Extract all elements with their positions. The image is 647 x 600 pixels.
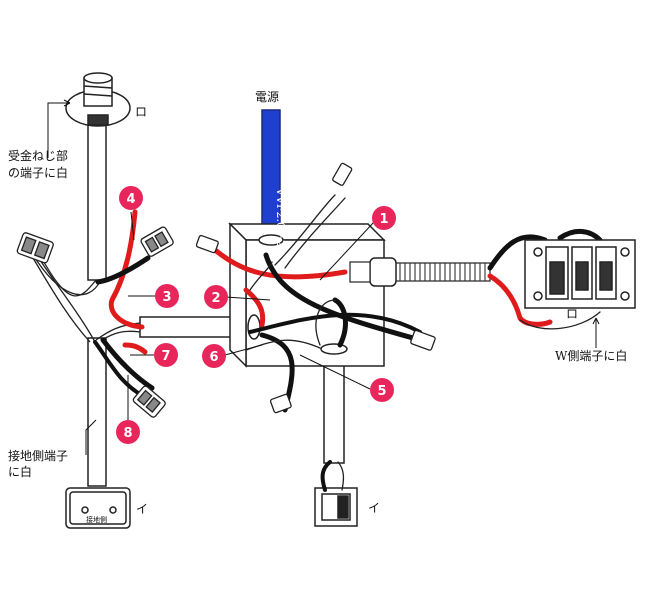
badge-1-label: 1	[379, 212, 388, 227]
white-wire-switch	[519, 311, 601, 330]
white-wire-box-b	[284, 197, 346, 269]
lower-switch	[314, 487, 358, 527]
ground-mark-label: 接地側	[86, 515, 107, 524]
i-receptacle-label: イ	[136, 502, 148, 516]
black-wire-left-top	[95, 255, 151, 285]
plug-box-bottom	[269, 393, 292, 414]
red-wire-switch	[487, 273, 553, 327]
badge-5: 5	[370, 378, 394, 402]
red-wire-box-a	[212, 247, 348, 280]
badge-6: 6	[202, 344, 226, 368]
plug-right-top	[140, 226, 174, 257]
switch-cable	[323, 352, 345, 464]
receptacle	[65, 487, 131, 529]
badge-7-label: 7	[161, 349, 170, 364]
black-wire-box-b	[248, 312, 422, 334]
cable-type-label: VVF2.0ー2C	[274, 187, 287, 255]
white-wire-box-d	[249, 261, 273, 291]
badge-4-label: 4	[126, 192, 135, 207]
black-wire-box-a	[263, 252, 423, 343]
badge-2-label: 2	[211, 291, 220, 306]
annotation-lines	[47, 99, 600, 455]
badge-5-label: 5	[377, 384, 386, 399]
badge-7: 7	[154, 343, 178, 367]
switch-plate	[524, 239, 636, 309]
plug-box-top-left	[195, 234, 219, 254]
i-switch-label: イ	[368, 501, 380, 515]
badge-3-label: 3	[162, 290, 171, 305]
badge-3: 3	[155, 284, 179, 308]
ro-switch-label: ロ	[566, 307, 578, 321]
switch-toggle-3	[599, 261, 613, 291]
white-wire-box-c	[315, 299, 336, 346]
plug-box-right	[410, 329, 436, 351]
badge-8-label: 8	[123, 426, 132, 441]
badge-2: 2	[204, 285, 228, 309]
black-wire-box-d	[332, 297, 348, 348]
ground-note-line1: 接地側端子	[8, 448, 68, 463]
power-label: 電源	[255, 90, 279, 104]
red-wire-left-bottom	[122, 342, 148, 355]
socket-note-line2: の端子に白	[8, 165, 68, 180]
badge-8: 8	[116, 420, 140, 444]
black-wire-switch	[487, 234, 548, 271]
ground-note-line2: に白	[8, 464, 32, 479]
red-wire-box-b	[243, 287, 266, 328]
badge-1: 1	[372, 206, 396, 230]
switch-wires	[487, 229, 603, 330]
black-wire-left-bottom	[100, 337, 155, 391]
badge-6-label: 6	[209, 350, 218, 365]
receptacle-cable	[87, 337, 107, 487]
conduit-connector	[369, 257, 397, 287]
w-side-note: W側端子に白	[555, 348, 627, 363]
wire-plugs	[16, 162, 436, 418]
switch-toggle-2	[575, 261, 589, 291]
red-wire-left-top	[108, 209, 145, 330]
switch-toggle-1	[549, 261, 565, 295]
plug-box-top-right	[332, 162, 353, 186]
lower-switch-toggle	[337, 495, 349, 519]
plug-left-bottom	[132, 385, 166, 418]
white-wire-box-a	[274, 194, 336, 266]
flexible-conduit	[349, 257, 491, 287]
black-wire-switch2	[557, 229, 603, 243]
ro-socket-label: ロ	[135, 105, 147, 119]
socket-note-line1: 受金ねじ部	[8, 148, 68, 163]
box-wires	[212, 194, 423, 413]
lower-switch-leads	[320, 460, 345, 492]
cable-sheaths	[87, 109, 345, 487]
badge-4: 4	[119, 186, 143, 210]
plug-left-top	[16, 232, 54, 264]
socket-cable	[87, 124, 107, 281]
lamp-socket	[65, 72, 131, 127]
left-junction-wires	[29, 249, 141, 343]
